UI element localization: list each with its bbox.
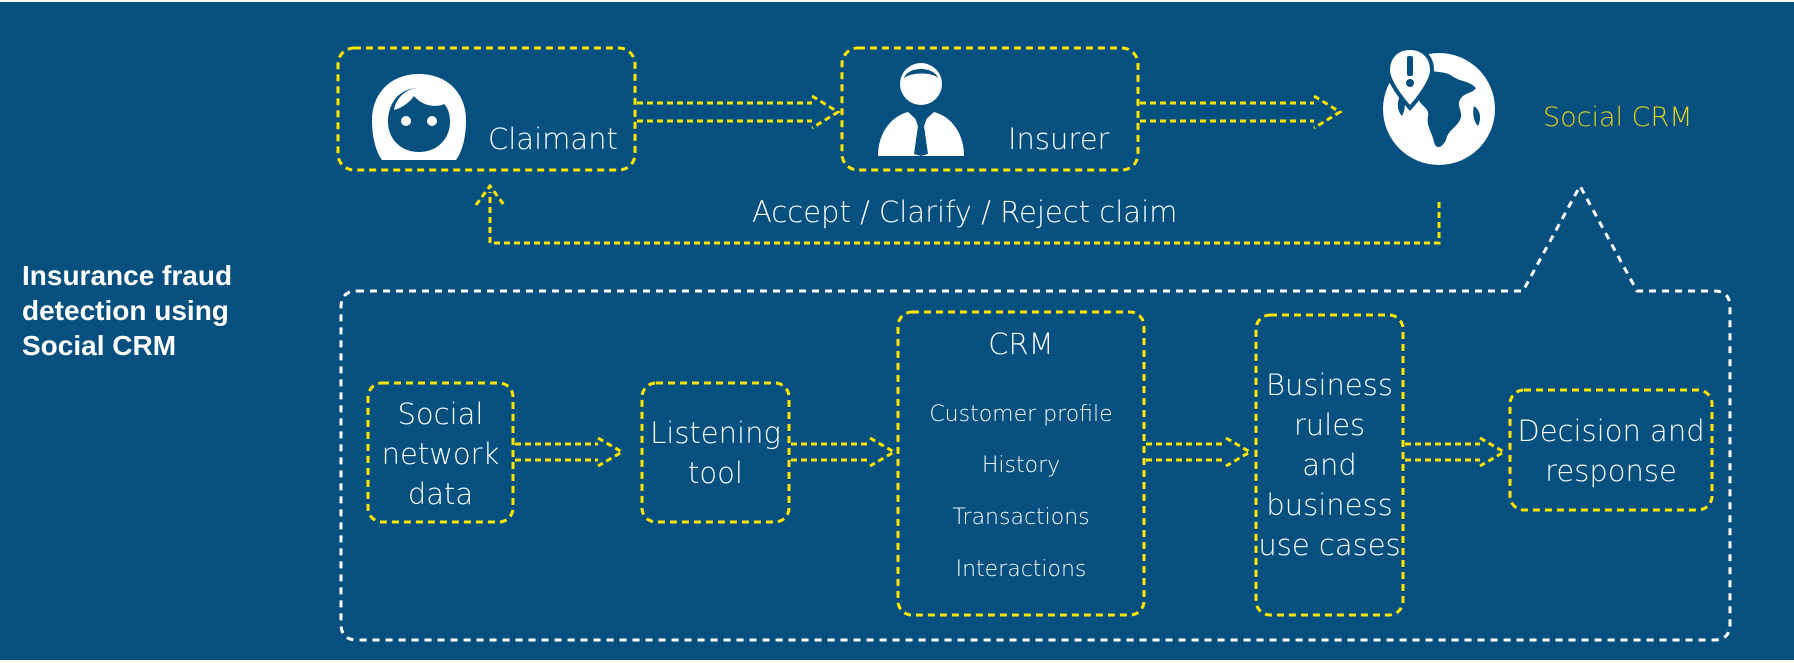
diagram-title: Insurance fraud detection using Social C… [22,258,232,363]
business-rules-line-1: Business [1266,368,1393,402]
title-line-1: Insurance fraud [22,260,233,291]
arrow-claimant-to-insurer [637,94,841,130]
feedback-loop-arrow [474,183,1441,245]
business-rules-line-3: and [1302,448,1357,482]
arrow-listening-to-crm [791,436,897,468]
insurer-label: Insurer [1008,122,1110,156]
listening-tool-line-1: Listening [650,416,781,450]
business-rules-line-4: business [1266,488,1393,522]
social-network-data-label: Social network data [368,394,513,514]
arrow-insurer-to-social-crm [1140,94,1343,130]
crm-item-history: History [981,453,1061,478]
arrow-business-rules-to-decision [1405,436,1507,468]
claimant-label: Claimant [488,122,618,156]
title-line-2: detection using [22,295,229,326]
listening-tool-label: Listening tool [642,413,789,493]
claimant-box [336,46,637,172]
arrow-crm-to-business-rules [1146,436,1253,468]
business-rules-line-5: use cases [1258,528,1401,562]
business-rules-line-2: rules [1293,408,1366,442]
title-line-3: Social CRM [22,330,177,361]
social-network-data-line-1: Social [397,397,484,431]
globe-alert-icon [1383,46,1495,165]
crm-box [896,310,1146,617]
decision-box [1508,388,1714,512]
arrow-social-to-listening [515,436,625,468]
crm-title: CRM [988,327,1054,361]
decision-label: Decision and response [1510,411,1712,491]
social-network-data-box [366,381,515,524]
insurer-box [840,46,1140,172]
crm-item-customer-profile: Customer profile [929,402,1113,427]
business-rules-box [1254,313,1405,617]
crm-item-transactions: Transactions [952,505,1090,530]
listening-tool-box [640,381,791,524]
decision-line-1: Decision and [1517,414,1705,448]
feedback-label: Accept / Clarify / Reject claim [752,195,1178,229]
crm-item-interactions: Interactions [955,557,1087,582]
decision-line-2: response [1545,454,1677,488]
social-network-data-line-3: data [407,477,474,511]
business-rules-label: Business rules and business use cases [1256,365,1403,565]
businessman-icon [878,63,964,156]
woman-face-icon [372,74,466,160]
social-crm-callout-container [339,182,1732,642]
listening-tool-line-2: tool [688,456,743,490]
social-crm-label: Social CRM [1543,102,1693,133]
social-network-data-line-2: network [381,437,500,471]
